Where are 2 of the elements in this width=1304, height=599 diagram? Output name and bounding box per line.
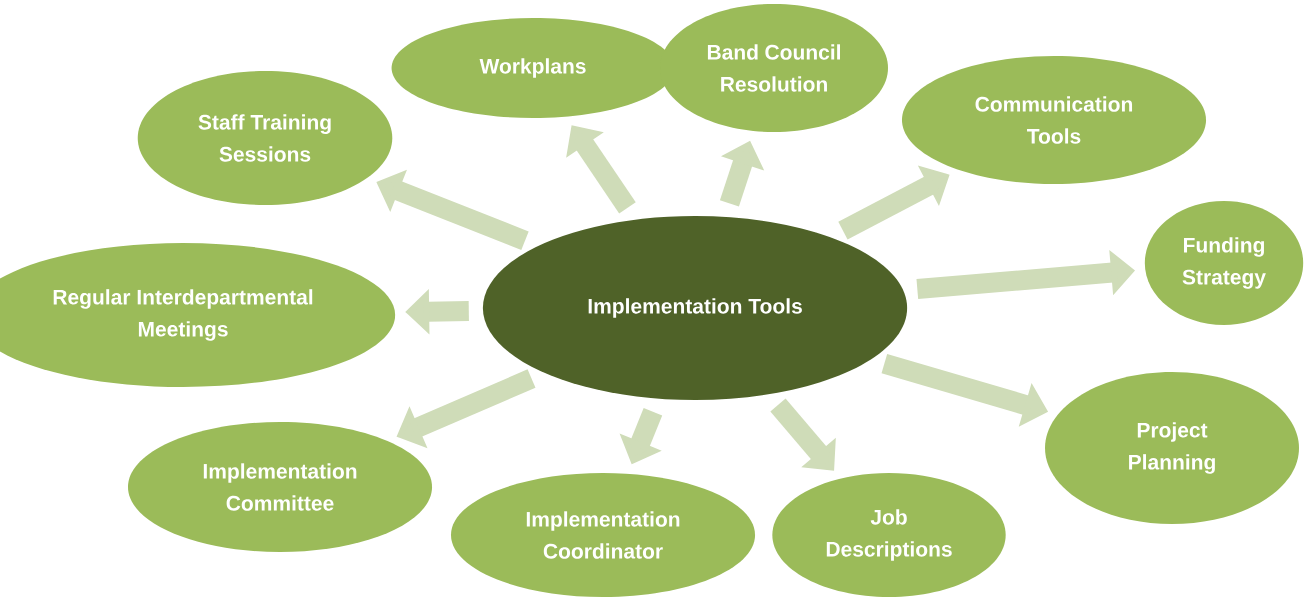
- block-arrow: [770, 398, 836, 471]
- block-arrow: [566, 125, 636, 214]
